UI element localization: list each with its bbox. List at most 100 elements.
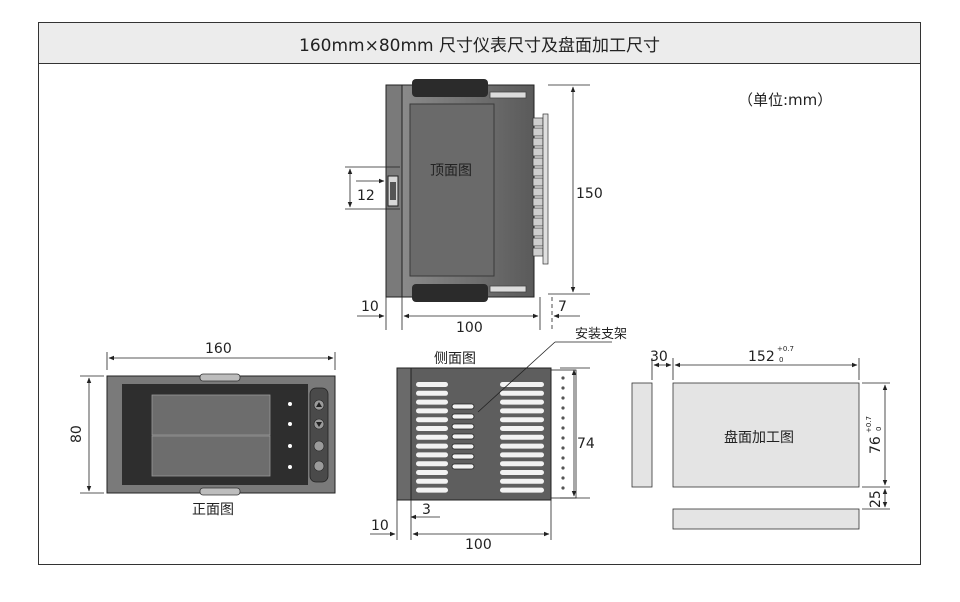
top-view-label: 顶面图 [430, 163, 472, 179]
vent-slot [416, 461, 448, 467]
terminal-screw [532, 147, 544, 157]
bracket-slot [451, 413, 475, 420]
side-view: 侧面图 安装支架 74 3 10 100 [370, 327, 627, 553]
terminal-dot [561, 456, 565, 460]
terminal-screw [532, 167, 544, 177]
dim-top-left-text: 10 [361, 299, 379, 315]
terminal-screw [532, 177, 544, 187]
vent-slot [500, 408, 544, 414]
vent-slot [416, 408, 448, 414]
triangle-down-icon [316, 422, 322, 427]
vent-slot [416, 390, 448, 396]
cutout-main [672, 382, 860, 488]
vent-slot [500, 487, 544, 493]
unit-note: （单位:mm） [738, 91, 832, 109]
cutout-view: 盘面加工图 30 152 +0.7 0 76 +0.7 0 25 [631, 345, 890, 530]
vent-slot [416, 382, 448, 387]
terminal-screw [532, 187, 544, 197]
vent-slot [416, 487, 448, 493]
vent-slot [500, 426, 544, 431]
bracket-leader-line [477, 341, 556, 413]
vent-slot [500, 452, 544, 458]
terminal-screw [532, 137, 544, 147]
vent-slot [416, 443, 448, 449]
dim-top-height-text: 150 [576, 186, 603, 202]
side-vent-slots [416, 382, 544, 493]
side-bezel [396, 367, 412, 501]
terminal-dot [561, 406, 565, 410]
side-view-label: 侧面图 [434, 351, 476, 367]
vent-slot [500, 417, 544, 423]
terminal-dot [561, 466, 565, 470]
terminal-screw [532, 197, 544, 207]
bracket-slot [451, 433, 475, 440]
bracket-slot [451, 463, 475, 470]
front-display-lower [151, 435, 271, 477]
vent-slot [500, 478, 544, 484]
vent-slot [500, 461, 544, 467]
diagram-title: 160mm×80mm 尺寸仪表尺寸及盘面加工尺寸 [299, 35, 660, 56]
dim-side-left-text: 10 [371, 518, 389, 534]
dim-side-height-text: 74 [577, 436, 595, 452]
triangle-up-icon [316, 402, 322, 407]
dim-cut-width-tol-plus: +0.7 [777, 345, 794, 353]
terminal-dot [561, 416, 565, 420]
bracket-slot [451, 423, 475, 430]
vent-slot [500, 443, 544, 449]
top-terminal-block [532, 113, 549, 265]
front-display-upper [151, 394, 271, 436]
dim-top-terminal-text: 7 [558, 299, 567, 315]
dim-side-thick-text: 3 [422, 502, 431, 518]
dim-front-width-text: 160 [205, 341, 232, 357]
top-bracket-rail-lower [489, 285, 527, 293]
dim-cut-spacing-text: 25 [868, 490, 884, 508]
terminal-screw [532, 157, 544, 167]
vent-slot [500, 399, 544, 405]
vent-slot [500, 434, 544, 440]
dim-cut-width-text: 152 [748, 349, 775, 365]
vent-slot [416, 434, 448, 440]
terminal-screw [532, 237, 544, 247]
top-view: 顶面图 150 12 10 100 7 [345, 79, 603, 336]
front-led [288, 444, 292, 448]
terminal-screw [532, 227, 544, 237]
front-led [288, 465, 292, 469]
bracket-slot [451, 453, 475, 460]
terminal-screw [532, 127, 544, 137]
side-terminal-dots [561, 376, 565, 490]
terminal-dot [561, 396, 565, 400]
vent-slot [500, 390, 544, 396]
set-key-icon [313, 460, 325, 472]
terminal-dot [561, 436, 565, 440]
front-led [288, 402, 292, 406]
vent-slot [500, 470, 544, 475]
left-key-icon [313, 440, 325, 452]
dim-front-height-text: 80 [69, 425, 85, 443]
vent-slot [416, 399, 448, 405]
dim-top-clip-text: 12 [357, 188, 375, 204]
bracket-label: 安装支架 [575, 327, 627, 342]
dim-cut-height-tol-zero: 0 [875, 427, 883, 431]
vent-slot [416, 417, 448, 423]
terminal-screw [532, 207, 544, 217]
vent-slot [416, 478, 448, 484]
cutout-adjacent-left [631, 382, 653, 488]
dim-cut-gap-text: 30 [650, 349, 668, 365]
dim-cut-height-tol-plus: +0.7 [865, 416, 873, 433]
top-body-panel [409, 103, 495, 277]
top-bracket-upper [412, 79, 488, 97]
terminal-screw [532, 247, 544, 257]
title-bar: 160mm×80mm 尺寸仪表尺寸及盘面加工尺寸 [39, 23, 920, 64]
vent-slot [416, 426, 448, 431]
dim-side-body-text: 100 [465, 537, 492, 553]
cutout-label: 盘面加工图 [724, 429, 794, 446]
side-body [410, 367, 552, 501]
terminal-screw [532, 117, 544, 127]
terminal-dot [561, 476, 565, 480]
top-bracket-rail-upper [489, 91, 527, 99]
terminal-dot [561, 386, 565, 390]
vent-slot [416, 452, 448, 458]
terminal-dot [561, 376, 565, 380]
cutout-adjacent-bottom [672, 508, 860, 530]
front-clip-bottom [199, 487, 241, 496]
